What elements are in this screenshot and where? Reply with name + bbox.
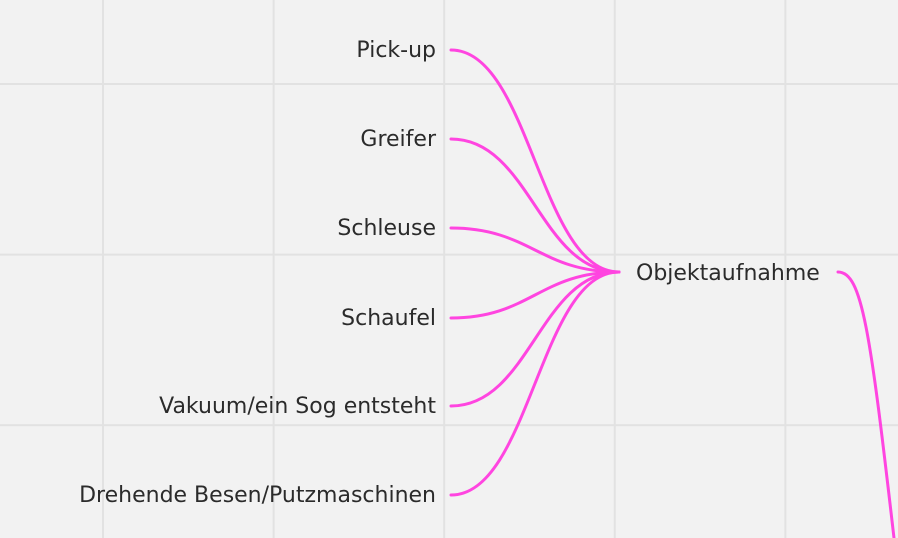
- node-schleuse[interactable]: Schleuse: [337, 216, 436, 241]
- node-greifer[interactable]: Greifer: [360, 127, 436, 152]
- connector-schaufel: [449, 270, 621, 320]
- connector-schleuse: [449, 226, 621, 274]
- connector-drehende-besen: [449, 270, 621, 497]
- connector-outgoing: [836, 270, 896, 538]
- node-vakuum[interactable]: Vakuum/ein Sog entsteht: [159, 394, 436, 419]
- node-pick-up[interactable]: Pick-up: [356, 38, 436, 63]
- node-objektaufnahme[interactable]: Objektaufnahme: [636, 261, 820, 286]
- node-schaufel[interactable]: Schaufel: [341, 306, 436, 331]
- connector-greifer: [449, 137, 621, 274]
- connector-vakuum: [449, 270, 621, 408]
- connector-pick-up: [449, 48, 621, 274]
- node-drehende-besen[interactable]: Drehende Besen/Putzmaschinen: [79, 483, 436, 508]
